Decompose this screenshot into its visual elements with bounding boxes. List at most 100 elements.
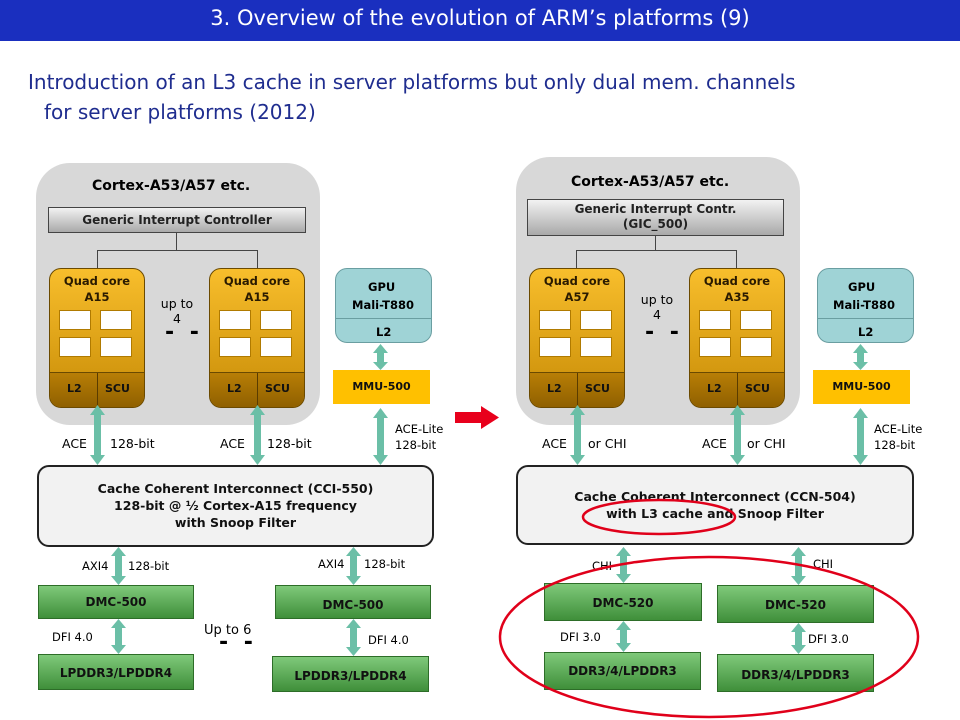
cpu-core-square bbox=[539, 337, 571, 357]
l2-label: L2 bbox=[547, 382, 562, 395]
title-bar bbox=[0, 0, 960, 41]
l2-label: L2 bbox=[67, 382, 82, 395]
right-ace-lite-width: 128-bit bbox=[874, 438, 916, 452]
cci-line-2: 128-bit @ ½ Cortex-A15 frequency bbox=[114, 498, 357, 513]
arrow-left-gpu-mmu bbox=[373, 344, 388, 370]
left-gic-drop-2 bbox=[257, 250, 258, 268]
cpu-core-square bbox=[699, 337, 731, 357]
arrow-left-dmc2-mem2 bbox=[346, 619, 361, 656]
core-label-1: Quad core bbox=[703, 274, 771, 288]
right-gic-drop-2 bbox=[736, 250, 737, 268]
core-label-2: A57 bbox=[564, 290, 590, 304]
left-cci-box: Cache Coherent Interconnect (CCI-550) 12… bbox=[37, 465, 434, 547]
left-ace-lite-width: 128-bit bbox=[395, 438, 437, 452]
gpu-l2: L2 bbox=[858, 325, 874, 339]
arrow-right-core2-ccn bbox=[730, 405, 745, 465]
left-dfi2-label: DFI 4.0 bbox=[368, 633, 409, 647]
left-mmu-box: MMU-500 bbox=[333, 370, 430, 404]
right-gic-bus bbox=[576, 250, 736, 251]
arrow-right-ccn-dmc2 bbox=[791, 547, 806, 585]
arrow-right-dmc1-mem1 bbox=[616, 621, 631, 652]
cpu-core-square bbox=[699, 310, 731, 330]
intro-line-1: Introduction of an L3 cache in server pl… bbox=[28, 70, 796, 94]
right-ccn-box: Cache Coherent Interconnect (CCN-504) wi… bbox=[516, 465, 914, 545]
right-ace1-protocol: or CHI bbox=[588, 436, 627, 451]
left-axi2-label: AXI4 bbox=[318, 557, 345, 571]
arrow-left-cci-dmc1 bbox=[111, 547, 126, 585]
right-dmc-1: DMC-520 bbox=[544, 583, 702, 621]
arrow-left-core2-cci bbox=[250, 405, 265, 465]
gpu-title: GPU bbox=[368, 280, 396, 294]
gpu-l2: L2 bbox=[376, 325, 392, 339]
gpu-divider bbox=[818, 318, 913, 319]
scu-label: SCU bbox=[585, 382, 610, 395]
core-bottom-bar: L2 SCU bbox=[530, 372, 624, 407]
core-label-1: Quad core bbox=[63, 274, 131, 288]
left-ace2-width: 128-bit bbox=[267, 436, 312, 451]
right-ace2-label: ACE bbox=[702, 436, 727, 451]
core-label-2: A15 bbox=[84, 290, 110, 304]
upto-line-1: up to bbox=[640, 292, 674, 307]
right-gic-stem bbox=[655, 236, 656, 250]
right-mmu-box: MMU-500 bbox=[813, 370, 910, 404]
cpu-core-square bbox=[260, 337, 292, 357]
left-axi2-width: 128-bit bbox=[364, 557, 406, 571]
cpu-core-square bbox=[219, 310, 251, 330]
l2-label: L2 bbox=[227, 382, 242, 395]
cpu-core-square bbox=[740, 310, 772, 330]
cci-line-1: Cache Coherent Interconnect (CCI-550) bbox=[97, 481, 374, 496]
right-ace2-protocol: or CHI bbox=[747, 436, 786, 451]
cpu-core-square bbox=[59, 310, 91, 330]
gpu-divider bbox=[336, 318, 431, 319]
left-mem-2: LPDDR3/LPDDR4 bbox=[272, 656, 429, 692]
left-gpu-box: GPU Mali-T880 L2 bbox=[335, 268, 432, 343]
scu-label: SCU bbox=[745, 382, 770, 395]
left-ace-lite-label: ACE-Lite bbox=[395, 422, 444, 436]
core-label-2: A35 bbox=[724, 290, 750, 304]
cpu-core-square bbox=[740, 337, 772, 357]
evolution-arrow-icon bbox=[455, 406, 499, 429]
memory-highlight-ellipse bbox=[498, 555, 920, 719]
left-gic-bus bbox=[97, 250, 257, 251]
arrow-left-dmc1-mem1 bbox=[111, 619, 126, 654]
left-gic-box: Generic Interrupt Controller bbox=[48, 207, 306, 233]
cpu-core-square bbox=[100, 310, 132, 330]
left-cluster-title: Cortex-A53/A57 etc. bbox=[92, 178, 251, 194]
cpu-core-square bbox=[580, 337, 612, 357]
right-dmc-2: DMC-520 bbox=[717, 585, 874, 623]
scu-label: SCU bbox=[265, 382, 290, 395]
left-ace1-label: ACE bbox=[62, 436, 87, 451]
cpu-core-square bbox=[539, 310, 571, 330]
arrow-left-cci-dmc2 bbox=[346, 547, 361, 585]
right-dfi1-label: DFI 3.0 bbox=[560, 630, 601, 644]
cci-line-3: with Snoop Filter bbox=[174, 515, 297, 530]
core-bottom-bar: L2 SCU bbox=[690, 372, 784, 407]
gpu-title: GPU bbox=[848, 280, 876, 294]
arrow-right-gpu-mmu bbox=[853, 344, 868, 370]
right-dfi2-label: DFI 3.0 bbox=[808, 632, 849, 646]
arrow-right-core1-ccn bbox=[570, 405, 585, 465]
core-bottom-bar: L2 SCU bbox=[50, 372, 144, 407]
left-gic-stem bbox=[176, 233, 177, 250]
left-dfi1-label: DFI 4.0 bbox=[52, 630, 93, 644]
cpu-core-square bbox=[260, 310, 292, 330]
left-upto6-dashes: - - bbox=[219, 630, 257, 655]
left-dmc-1: DMC-500 bbox=[38, 585, 194, 619]
core-bottom-bar: L2 SCU bbox=[210, 372, 304, 407]
gic-line-2: (GIC_500) bbox=[622, 217, 689, 231]
intro-line-2: for server platforms (2012) bbox=[44, 100, 316, 124]
left-axi1-label: AXI4 bbox=[82, 559, 109, 573]
gpu-model: Mali-T880 bbox=[352, 298, 415, 312]
right-gic-box: Generic Interrupt Contr. (GIC_500) bbox=[527, 199, 784, 236]
cpu-core-square bbox=[219, 337, 251, 357]
slide-title: 3. Overview of the evolution of ARM’s pl… bbox=[210, 6, 750, 30]
right-ellipsis-dashes: - - bbox=[645, 320, 683, 345]
core-label-1: Quad core bbox=[223, 274, 291, 288]
arrow-right-dmc2-mem2 bbox=[791, 623, 806, 654]
